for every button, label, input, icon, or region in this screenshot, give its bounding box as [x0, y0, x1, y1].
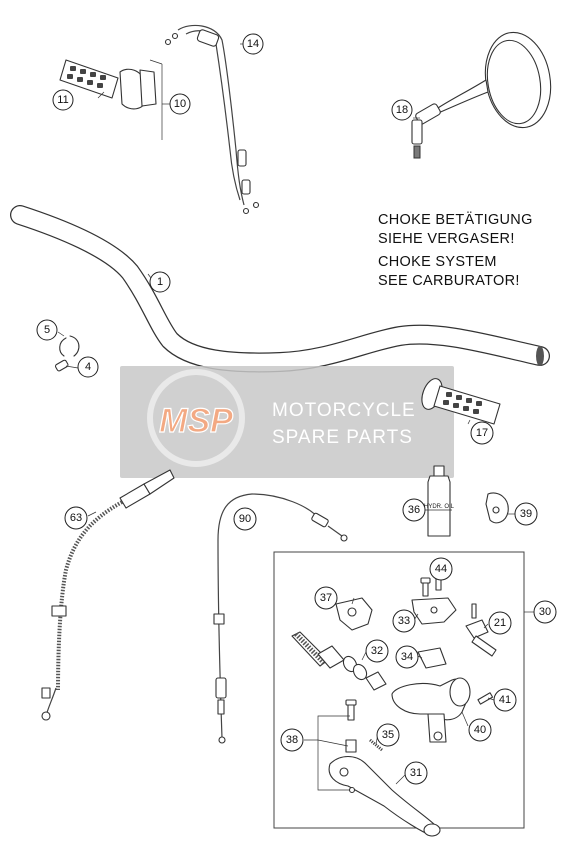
note-de-line1: CHOKE BETÄTIGUNG: [378, 211, 533, 228]
callout-32: 32: [365, 639, 389, 663]
svg-text:41: 41: [499, 694, 511, 706]
callout-17: 17: [470, 421, 494, 445]
clutch-cable: [213, 493, 348, 744]
callout-63: 63: [64, 506, 88, 530]
clutch-side-grip: [421, 378, 501, 425]
protective-cover: [485, 492, 509, 524]
callout-38: 38: [280, 728, 304, 752]
svg-text:32: 32: [371, 645, 383, 657]
svg-text:5: 5: [44, 324, 50, 336]
callout-35: 35: [376, 723, 400, 747]
oil-bottle-label: HYDR. OIL: [424, 504, 455, 510]
reservoir-lid: [411, 597, 457, 625]
svg-text:18: 18: [396, 104, 408, 116]
master-cylinder-body: [391, 677, 471, 743]
svg-text:90: 90: [239, 513, 251, 525]
bracket: [335, 597, 373, 631]
svg-text:40: 40: [474, 724, 486, 736]
svg-text:37: 37: [320, 592, 332, 604]
adjuster-screw: [465, 603, 497, 657]
clamp-ring: [59, 335, 80, 357]
piston-kit: [291, 631, 387, 691]
svg-text:39: 39: [520, 508, 532, 520]
watermark-logo: MSP: [159, 402, 233, 440]
callout-37: 37: [314, 586, 338, 610]
callout-5: 5: [36, 319, 58, 341]
handlebar-clamp: [417, 647, 447, 669]
callout-4: 4: [77, 356, 99, 378]
callout-90: 90: [233, 507, 257, 531]
mirror: [411, 31, 552, 159]
pin: [54, 359, 69, 372]
callout-11: 11: [52, 89, 74, 111]
svg-text:35: 35: [382, 729, 394, 741]
svg-text:33: 33: [398, 615, 410, 627]
note-en-line1: CHOKE SYSTEM: [378, 254, 497, 270]
callout-21: 21: [488, 611, 512, 635]
callout-10: 10: [169, 93, 191, 115]
choke-note: CHOKE BETÄTIGUNG SIEHE VERGASER! CHOKE S…: [378, 211, 533, 289]
callout-31: 31: [404, 761, 428, 785]
callout-40: 40: [468, 718, 492, 742]
handlebar: [10, 205, 550, 373]
callout-34: 34: [395, 645, 419, 669]
note-de-line2: SIEHE VERGASER!: [378, 231, 515, 247]
mounting-bolt: [477, 692, 494, 705]
callout-1: 1: [149, 271, 171, 293]
callout-14: 14: [242, 33, 264, 55]
svg-text:21: 21: [494, 617, 506, 629]
svg-text:63: 63: [70, 512, 82, 524]
throttle-housing: [119, 59, 163, 140]
svg-text:36: 36: [408, 504, 420, 516]
callout-36: 36: [402, 498, 426, 522]
svg-text:38: 38: [286, 734, 298, 746]
svg-text:44: 44: [435, 563, 447, 575]
callout-41: 41: [493, 688, 517, 712]
throttle-cables: [164, 24, 260, 215]
callout-30: 30: [533, 600, 557, 624]
svg-text:31: 31: [410, 767, 422, 779]
callout-33: 33: [392, 609, 416, 633]
svg-text:14: 14: [247, 38, 259, 50]
return-spring: [369, 738, 383, 752]
pivot-bolt-set: [304, 699, 357, 791]
clutch-assembly-frame: [273, 551, 534, 829]
speedometer-cable: [41, 469, 175, 721]
note-en-line2: SEE CARBURATOR!: [378, 273, 520, 289]
svg-text:10: 10: [174, 98, 186, 110]
throttle-grip: [59, 59, 119, 99]
svg-text:34: 34: [401, 651, 413, 663]
svg-text:17: 17: [476, 427, 488, 439]
hydraulic-oil-bottle: HYDR. OIL: [424, 465, 455, 537]
svg-text:30: 30: [539, 606, 551, 618]
watermark-line2: SPARE PARTS: [272, 427, 413, 448]
clutch-lever: [328, 755, 441, 837]
svg-text:1: 1: [157, 276, 163, 288]
callout-39: 39: [514, 502, 538, 526]
watermark: MSP MOTORCYCLE SPARE PARTS: [120, 366, 454, 478]
callout-18: 18: [391, 99, 413, 121]
watermark-line1: MOTORCYCLE: [272, 400, 416, 421]
callout-44: 44: [429, 557, 453, 581]
small-screw: [348, 786, 356, 794]
svg-text:4: 4: [85, 361, 91, 373]
svg-text:11: 11: [57, 94, 68, 106]
